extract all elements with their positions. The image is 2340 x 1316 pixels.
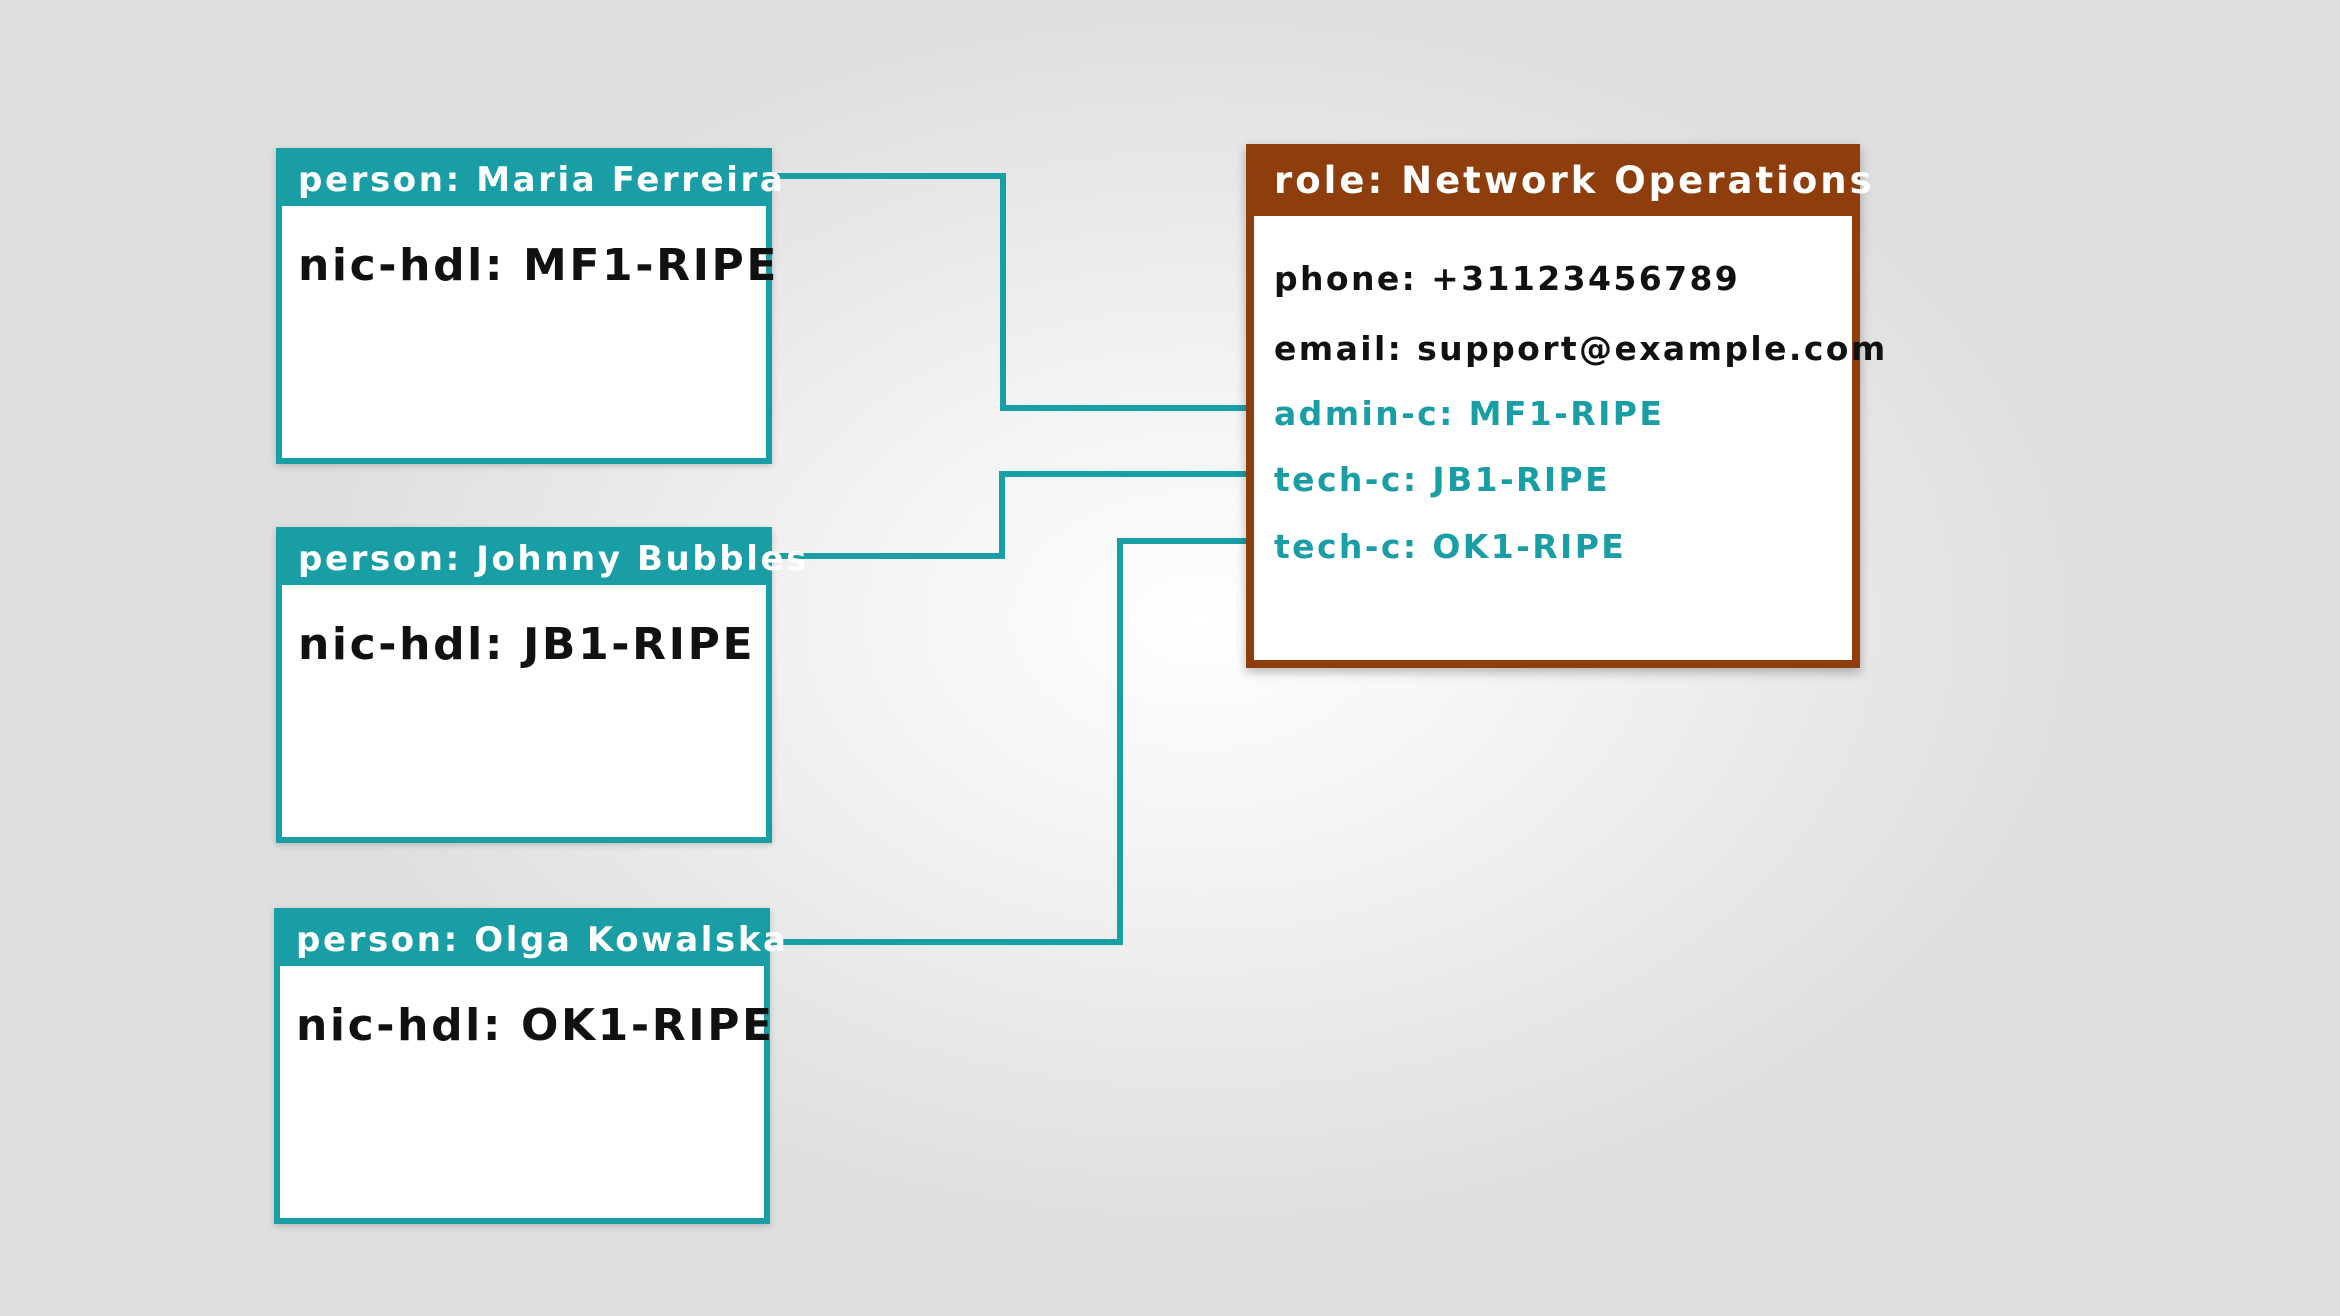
person-object-olga-kowalska: person: Olga Kowalska nic-hdl: OK1-RIPE <box>274 908 786 1224</box>
nic-hdl-value: nic-hdl: MF1-RIPE <box>298 240 780 291</box>
role-header: role: Network Operations <box>1254 152 1872 216</box>
nic-hdl-value: nic-hdl: OK1-RIPE <box>296 1000 775 1051</box>
connector-johnny-tech-c <box>770 471 1250 559</box>
role-tech-c-ok1: tech-c: OK1-RIPE <box>1274 527 1627 566</box>
connector-olga-tech-c <box>768 538 1250 945</box>
role-phone: phone: +31123456789 <box>1274 259 1741 298</box>
nic-hdl-value: nic-hdl: JB1-RIPE <box>298 619 756 670</box>
person-header: person: Olga Kowalska <box>280 914 786 966</box>
person-header: person: Johnny Bubbles <box>282 533 806 585</box>
role-tech-c-jb1: tech-c: JB1-RIPE <box>1274 460 1611 499</box>
person-header: person: Maria Ferreira <box>282 154 783 206</box>
role-object-network-operations: role: Network Operations phone: +3112345… <box>1246 144 1885 668</box>
person-object-johnny-bubbles: person: Johnny Bubbles nic-hdl: JB1-RIPE <box>276 527 806 843</box>
connector-maria-admin-c <box>770 173 1250 411</box>
person-object-maria-ferreira: person: Maria Ferreira nic-hdl: MF1-RIPE <box>276 148 783 464</box>
role-email: email: support@example.com <box>1274 329 1888 368</box>
role-admin-c: admin-c: MF1-RIPE <box>1274 394 1665 433</box>
